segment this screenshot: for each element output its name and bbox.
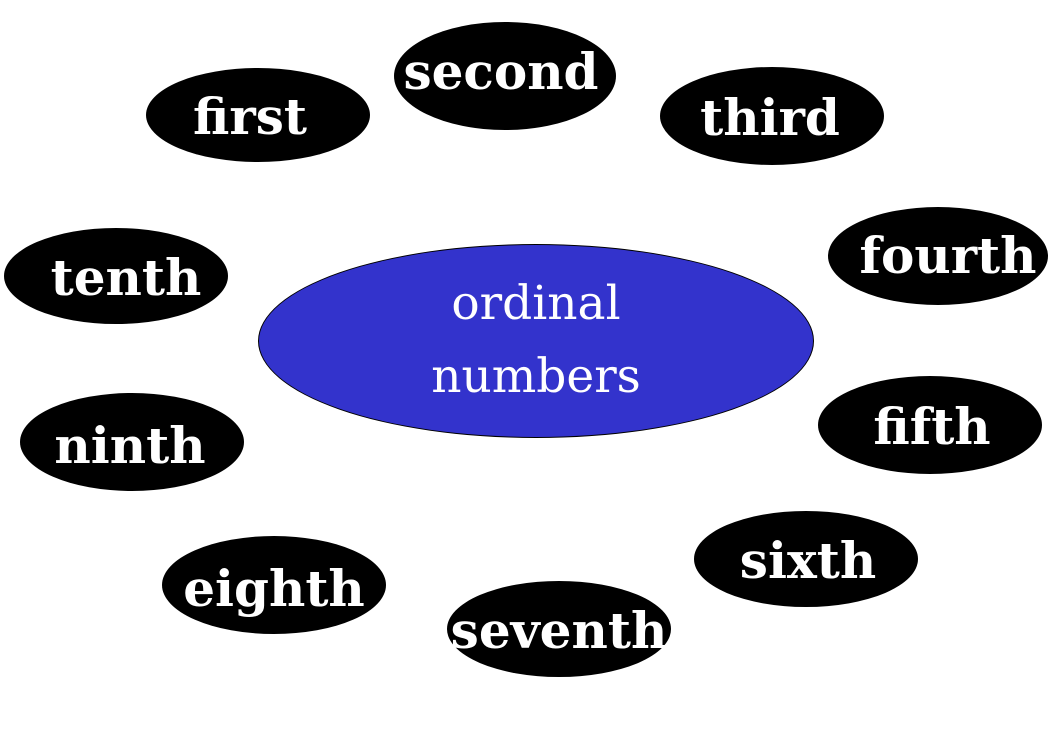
oval-sixth-label: sixth xyxy=(739,531,877,590)
oval-first: first xyxy=(146,68,370,162)
center-label-line-1: ordinal xyxy=(451,276,621,332)
oval-tenth: tenth xyxy=(4,228,228,324)
oval-third-label: third xyxy=(700,88,840,147)
oval-fourth-label: fourth xyxy=(859,226,1037,285)
oval-third: third xyxy=(660,67,884,165)
oval-first-label: first xyxy=(193,87,307,146)
oval-second: second xyxy=(394,22,616,130)
center-label-line-2: numbers xyxy=(431,349,641,404)
oval-tenth-label: tenth xyxy=(50,248,202,307)
oval-ninth-label: ninth xyxy=(54,416,206,475)
oval-fourth: fourth xyxy=(828,207,1048,305)
oval-ninth: ninth xyxy=(20,393,244,491)
oval-second-label: second xyxy=(403,42,599,101)
oval-seventh: seventh xyxy=(447,581,671,677)
oval-seventh-label: seventh xyxy=(450,601,668,660)
oval-fifth-label: fifth xyxy=(873,397,991,456)
center-oval-ordinal-numbers: ordinal numbers xyxy=(258,244,814,438)
oval-eighth-label: eighth xyxy=(183,559,365,618)
oval-sixth: sixth xyxy=(694,511,918,607)
oval-eighth: eighth xyxy=(162,536,386,634)
oval-fifth: fifth xyxy=(818,376,1042,474)
